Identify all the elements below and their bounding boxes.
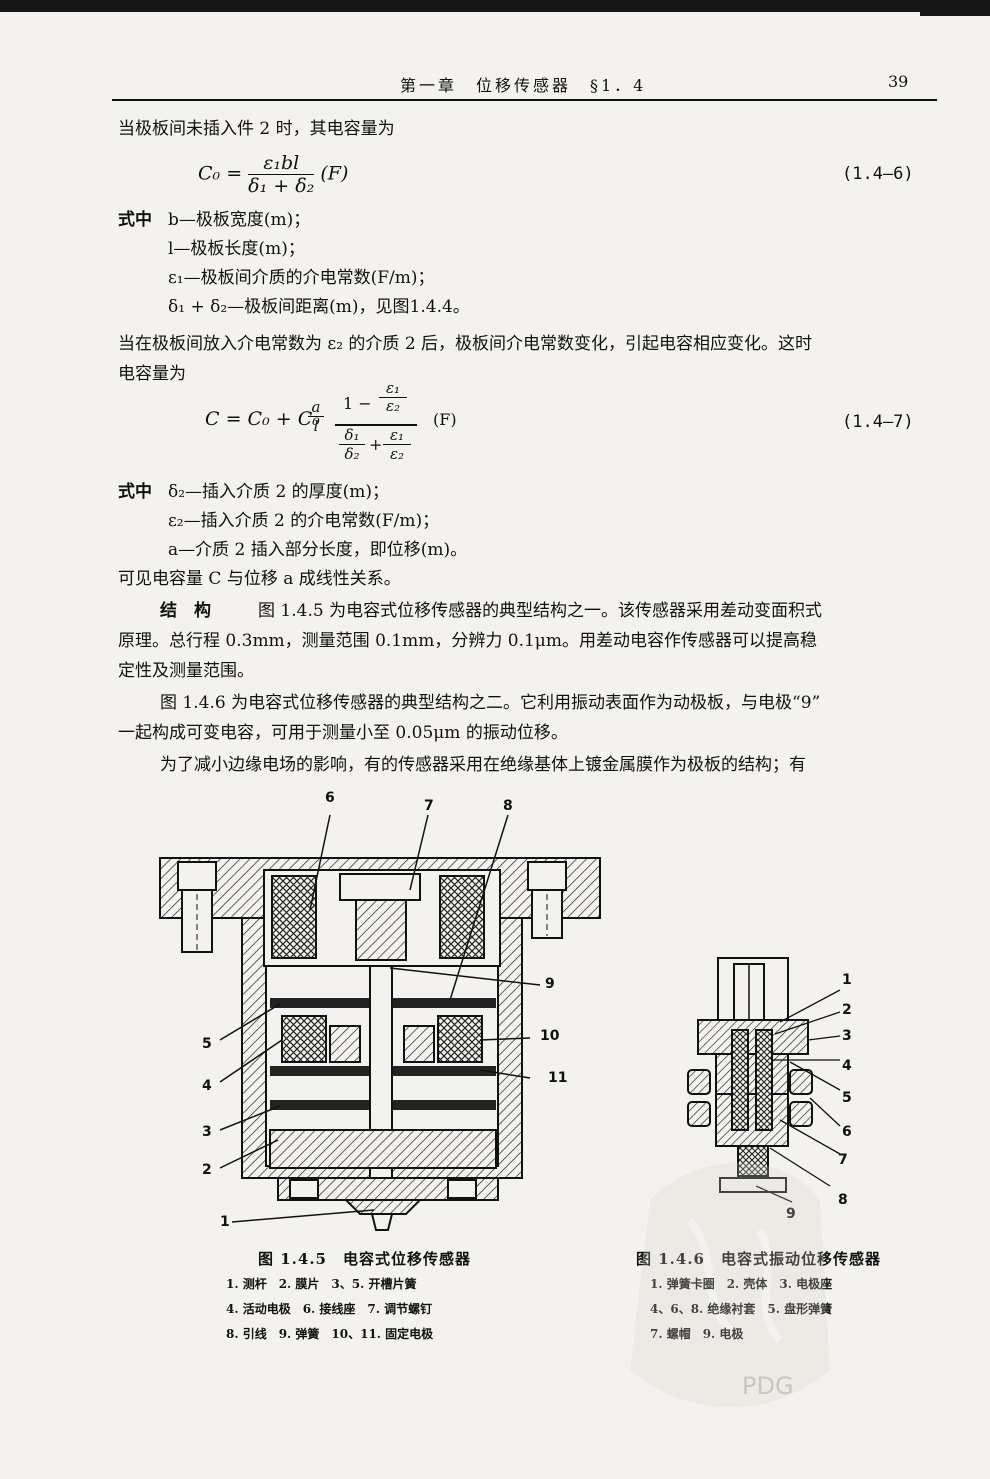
watermark-text: PDG xyxy=(742,1372,794,1400)
paragraph-4-line-1: 图 1.4.5 为电容式位移传感器的典型结构之一。该传感器采用差动变面积式 xyxy=(258,601,823,621)
fig2-callout-6: 6 xyxy=(842,1124,852,1140)
fig1-callout-4: 4 xyxy=(202,1078,212,1094)
paragraph-4-line-2: 原理。总行程 0.3mm，测量范围 0.1mm，分辨力 0.1μm。用差动电容作… xyxy=(118,631,817,651)
pdg-watermark-seal xyxy=(630,1162,830,1408)
fig1-callout-5: 5 xyxy=(202,1036,212,1052)
equation-1-4-6: C₀ = ε₁bl δ₁ + δ₂ (F) xyxy=(198,152,348,197)
eq2-main-fraction-bar xyxy=(335,424,417,426)
paragraph-5-line-1: 图 1.4.6 为电容式位移传感器的典型结构之二。它利用振动表面作为动极板，与电… xyxy=(160,693,821,713)
paragraph-3: 可见电容量 C 与位移 a 成线性关系。 xyxy=(118,569,401,589)
paragraph-2-line-2: 电容量为 xyxy=(118,364,186,384)
eq2-d2: δ₂ xyxy=(344,445,360,463)
eq2-lhs: C = C₀ + C₀ xyxy=(205,408,320,430)
figure-1-4-5-drawing xyxy=(159,814,601,1231)
fig1-caption: 图 1.4.5 电容式位移传感器 xyxy=(258,1250,471,1268)
eq2-e1-over-e2-b: ε₁ ε₂ xyxy=(383,426,411,463)
paragraph-5-line-2: 一起构成可变电容，可用于测量小至 0.05μm 的振动位移。 xyxy=(118,723,568,743)
paragraph-2-line-1: 当在极板间放入介电常数为 ε₂ 的介质 2 后，极板间介电常数变化，引起电容相应… xyxy=(118,334,813,354)
where-label-1: 式中 xyxy=(118,210,152,230)
where1-item: δ₁ + δ₂—极板间距离(m)，见图1.4.4。 xyxy=(168,297,470,317)
eq1-lhs: C₀ = xyxy=(198,162,243,185)
fig1-callout-3: 3 xyxy=(202,1124,212,1140)
fig2-legend-line: 1. 弹簧卡圈 2. 壳体 3. 电极座 xyxy=(650,1275,832,1292)
where1-item: l—极板长度(m)； xyxy=(168,239,305,259)
where2-item: a—介质 2 插入部分长度，即位移(m)。 xyxy=(168,540,468,560)
paragraph-1: 当极板间未插入件 2 时，其电容量为 xyxy=(118,119,395,139)
eq1-numerator: ε₁bl xyxy=(248,152,315,175)
eq2-d1: δ₁ xyxy=(339,426,365,445)
fig1-callout-1: 1 xyxy=(220,1214,230,1230)
eq2-e1: ε₁ xyxy=(383,426,411,445)
where1-item: ε₁—极板间介质的介电常数(F/m)； xyxy=(168,268,435,288)
eq2-one-minus: 1 − xyxy=(343,394,372,413)
eq2-a-over-l: a l xyxy=(308,398,324,435)
fig1-callout-11: 11 xyxy=(548,1070,568,1086)
page-number: 39 xyxy=(888,72,909,91)
fig2-callout-4: 4 xyxy=(842,1058,852,1074)
scan-top-border xyxy=(0,0,990,12)
eq2-e2: ε₂ xyxy=(389,445,405,463)
eq2-d1-over-d2: δ₁ δ₂ xyxy=(339,426,365,463)
running-head: 第一章 位移传感器 §1．4 xyxy=(400,76,647,95)
where-label-2: 式中 xyxy=(118,482,152,502)
figure-1-4-6-drawing xyxy=(687,957,841,1203)
where1-item: b—极板宽度(m)； xyxy=(168,210,311,230)
where2-item: ε₂—插入介质 2 的介电常数(F/m)； xyxy=(168,511,440,531)
fig1-callout-7: 7 xyxy=(424,798,434,814)
structure-heading: 结 构 xyxy=(160,601,211,621)
eq2-e2: ε₂ xyxy=(385,397,401,415)
fig1-callout-6: 6 xyxy=(325,790,335,806)
fig2-callout-2: 2 xyxy=(842,1002,852,1018)
fig2-callout-3: 3 xyxy=(842,1028,852,1044)
eq2-unit: (F) xyxy=(433,410,457,429)
eq2-e1: ε₁ xyxy=(379,380,407,398)
fig1-callout-2: 2 xyxy=(202,1162,212,1178)
equation-1-4-7: C = C₀ + C₀ a l 1 − ε₁ ε₂ δ₁ δ₂ + ε₁ ε₂ … xyxy=(205,380,665,474)
fig2-callout-7: 7 xyxy=(838,1152,848,1168)
fig1-callout-10: 10 xyxy=(540,1028,560,1044)
where2-item: δ₂—插入介质 2 的厚度(m)； xyxy=(168,482,390,502)
fig2-callout-9: 9 xyxy=(786,1206,796,1222)
paragraph-4-line-3: 定性及测量范围。 xyxy=(118,661,254,681)
header-rule xyxy=(112,99,937,101)
fig1-legend-line: 4. 活动电极 6. 接线座 7. 调节螺钉 xyxy=(226,1302,433,1316)
eq2-e1-over-e2: ε₁ ε₂ xyxy=(379,380,407,415)
fig1-callout-9: 9 xyxy=(545,976,555,992)
eq2-l: l xyxy=(313,417,319,435)
fig2-callout-5: 5 xyxy=(842,1090,852,1106)
fig2-callout-1: 1 xyxy=(842,972,852,988)
scan-top-border-right xyxy=(920,12,990,16)
eq1-fraction: ε₁bl δ₁ + δ₂ xyxy=(248,152,315,197)
eq2-main-numerator: 1 − ε₁ ε₂ xyxy=(337,380,415,422)
fig2-legend-line: 4、6、8. 绝缘衬套 5. 盘形弹簧 xyxy=(650,1300,832,1317)
eq2-a: a xyxy=(308,398,324,417)
fig1-legend-line: 1. 测杆 2. 膜片 3、5. 开槽片簧 xyxy=(226,1277,417,1291)
paragraph-6: 为了减小边缘电场的影响，有的传感器采用在绝缘基体上镀金属膜作为极板的结构；有 xyxy=(160,755,806,775)
eq2-number: (1.4—7) xyxy=(842,412,914,432)
fig2-legend-line: 7. 螺帽 9. 电极 xyxy=(650,1325,743,1342)
fig2-caption: 图 1.4.6 电容式振动位移传感器 xyxy=(636,1248,881,1269)
fig1-legend-line: 8. 引线 9. 弹簧 10、11. 固定电极 xyxy=(226,1327,434,1341)
eq2-plus: + xyxy=(369,435,383,454)
eq2-main-denominator: δ₁ δ₂ + ε₁ ε₂ xyxy=(337,426,415,468)
eq1-denominator: δ₁ + δ₂ xyxy=(248,175,315,197)
eq1-number: (1.4—6) xyxy=(842,164,914,184)
fig2-callout-8: 8 xyxy=(838,1192,848,1208)
fig1-callout-8: 8 xyxy=(503,798,513,814)
eq1-unit: (F) xyxy=(320,162,349,185)
